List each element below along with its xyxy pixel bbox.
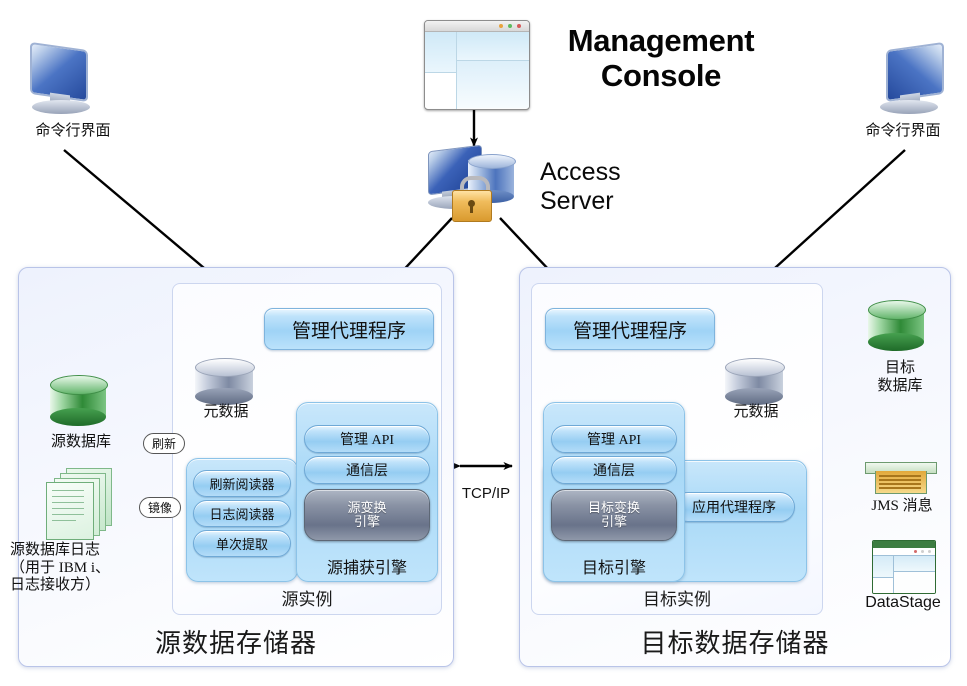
source-metadata-label: 元数据 bbox=[203, 404, 249, 420]
target-store-title: 目标数据存储器 bbox=[640, 629, 830, 658]
source-transform-engine-line1: 源变换 bbox=[347, 500, 387, 516]
target-management-agent[interactable]: 管理代理程序 bbox=[545, 308, 715, 350]
source-logs-label-line3: 日志接收方） bbox=[10, 577, 101, 594]
target-database-icon bbox=[868, 300, 928, 354]
console-title-line2: Console bbox=[600, 57, 722, 93]
target-transform-engine-line1: 目标变换 bbox=[587, 500, 640, 516]
target-database-label-line2: 数据库 bbox=[877, 377, 923, 394]
server-lock-icon bbox=[424, 144, 534, 222]
source-pill-communication-layer[interactable]: 通信层 bbox=[304, 456, 430, 484]
cli-right-label: 命令行界面 bbox=[865, 122, 941, 139]
source-pill-refresh-reader[interactable]: 刷新阅读器 bbox=[193, 470, 291, 497]
target-pill-management-api[interactable]: 管理 API bbox=[551, 425, 677, 453]
source-transform-engine[interactable]: 源变换 引擎 bbox=[304, 489, 430, 541]
console-title-line1: Management bbox=[567, 23, 755, 58]
source-pill-single-extract[interactable]: 单次提取 bbox=[193, 530, 291, 557]
source-capture-engine-label: 源捕获引擎 bbox=[326, 560, 407, 577]
cli-left: 命令行界面 bbox=[18, 41, 128, 152]
source-edge-label-mirror: 镜像 bbox=[139, 497, 181, 518]
source-pill-management-api[interactable]: 管理 API bbox=[304, 425, 430, 453]
source-store-title: 源数据存储器 bbox=[154, 629, 317, 658]
target-pill-communication-layer[interactable]: 通信层 bbox=[551, 456, 677, 484]
jms-label: JMS 消息 bbox=[871, 498, 933, 514]
source-logs-icon bbox=[40, 468, 116, 540]
target-database-label-line1: 目标 bbox=[884, 360, 915, 376]
datastage-window-icon bbox=[872, 540, 936, 594]
cli-right: 命令行界面 bbox=[846, 41, 956, 152]
source-logs-label: 源数据库日志 （用于 IBM i、 日志接收方） bbox=[10, 542, 170, 595]
management-console-title: Management Console bbox=[536, 23, 786, 93]
source-management-agent[interactable]: 管理代理程序 bbox=[264, 308, 434, 350]
target-transform-engine-line2: 引擎 bbox=[600, 514, 627, 529]
source-pill-log-reader[interactable]: 日志阅读器 bbox=[193, 500, 291, 527]
source-database-label: 源数据库 bbox=[50, 434, 111, 450]
source-logs-label-line2: （用于 IBM i、 bbox=[10, 559, 111, 576]
target-instance-title: 目标实例 bbox=[643, 590, 711, 609]
source-metadata-icon bbox=[195, 358, 257, 410]
target-pill-app-agent[interactable]: 应用代理程序 bbox=[673, 492, 795, 522]
target-database-label: 目标 数据库 bbox=[858, 360, 942, 395]
source-database-icon bbox=[50, 375, 110, 429]
source-transform-engine-line2: 引擎 bbox=[353, 514, 380, 529]
datastage-label: DataStage bbox=[865, 594, 941, 611]
target-transform-engine[interactable]: 目标变换 引擎 bbox=[551, 489, 677, 541]
source-logs-label-line1: 源数据库日志 bbox=[10, 542, 101, 558]
access-server-line2: Server bbox=[540, 186, 614, 215]
jms-tray-icon bbox=[865, 462, 937, 496]
cli-left-label: 命令行界面 bbox=[35, 122, 111, 139]
tcpip-label: TCP/IP bbox=[462, 485, 510, 502]
target-metadata-label: 元数据 bbox=[733, 404, 779, 420]
target-engine-label: 目标引擎 bbox=[581, 560, 646, 577]
browser-window-icon bbox=[424, 20, 530, 110]
source-edge-label-refresh: 刷新 bbox=[143, 433, 185, 454]
access-server-line1: Access bbox=[540, 158, 621, 186]
target-metadata-icon bbox=[725, 358, 787, 410]
access-server-title: Access Server bbox=[540, 158, 700, 216]
source-instance-title: 源实例 bbox=[281, 590, 333, 609]
